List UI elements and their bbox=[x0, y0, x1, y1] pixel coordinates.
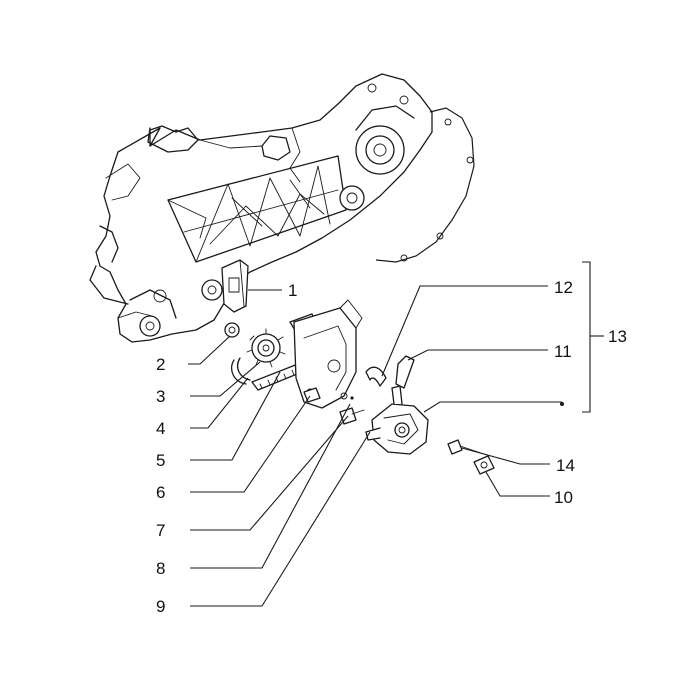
callout-labels: 1 2 3 4 5 6 7 8 9 10 11 12 13 14 bbox=[156, 278, 627, 616]
callout-4: 4 bbox=[156, 419, 165, 438]
callout-3: 3 bbox=[156, 387, 165, 406]
callout-10: 10 bbox=[554, 488, 573, 507]
callout-12: 12 bbox=[554, 278, 573, 297]
circlip-part-4 bbox=[231, 357, 251, 385]
callout-13: 13 bbox=[608, 327, 627, 346]
bolt-part-10 bbox=[473, 455, 495, 475]
callout-7: 7 bbox=[156, 521, 165, 540]
oil-hose-part-12 bbox=[365, 366, 387, 387]
oil-pump-body bbox=[365, 385, 429, 455]
pump-cover bbox=[293, 299, 363, 409]
reference-dot bbox=[350, 396, 354, 400]
bracket-part-1 bbox=[221, 259, 249, 313]
callout-5: 5 bbox=[156, 451, 165, 470]
callout-6: 6 bbox=[156, 483, 165, 502]
drive-gear-part-3 bbox=[246, 328, 286, 368]
callout-8: 8 bbox=[156, 559, 165, 578]
callout-1: 1 bbox=[288, 281, 297, 300]
callout-2: 2 bbox=[156, 355, 165, 374]
callout-11: 11 bbox=[554, 342, 572, 361]
callout-9: 9 bbox=[156, 597, 165, 616]
crankcase-housing bbox=[89, 73, 475, 343]
washer-part-2 bbox=[224, 322, 240, 338]
callout-14: 14 bbox=[556, 456, 575, 475]
leader-lines bbox=[188, 261, 604, 607]
reference-dot bbox=[560, 402, 564, 406]
oil-hose-part-11 bbox=[395, 355, 415, 389]
